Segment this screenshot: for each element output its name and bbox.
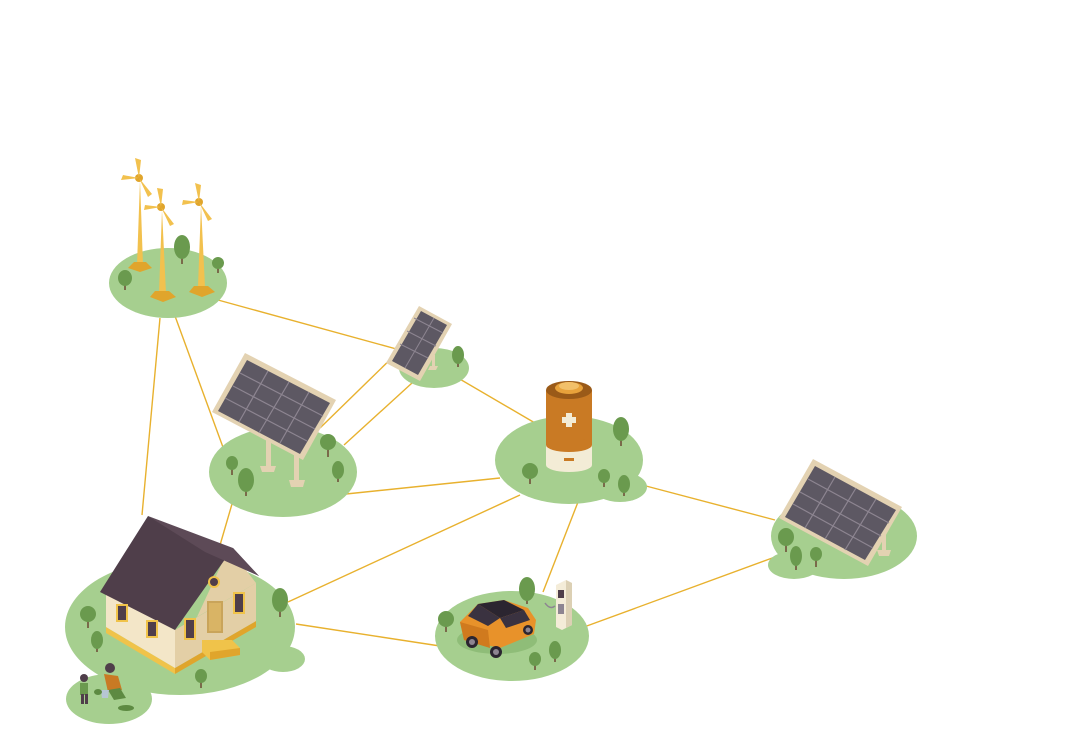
connection-lines [141,299,776,647]
tree-icon [522,417,630,496]
battery-icon [546,381,592,472]
family-node [80,663,134,711]
connection-line [295,623,441,647]
people-icon [80,663,134,711]
tree-icon [118,235,224,290]
wind-farm-node [118,158,224,302]
house-icon [100,516,259,674]
connection-line [542,501,579,593]
right-solar-node [778,459,902,570]
battery-node [522,381,630,496]
connection-line [645,485,776,521]
electric-car-icon [457,600,537,658]
connection-line [583,556,776,628]
tree-icon [452,346,464,367]
charging-station-icon [544,580,572,630]
tree-icon [778,528,822,570]
house-node [80,516,288,688]
connection-line [217,299,401,351]
wind-turbine-icon [121,158,215,302]
tree-icon [438,577,561,670]
connection-line [141,317,161,516]
connection-line [174,315,225,451]
solar-panel-icon [212,353,336,487]
solar-panel-icon [779,459,902,566]
large-solar-node [212,353,344,496]
connection-line [345,477,501,495]
tree-icon [226,434,344,496]
connection-line [343,382,413,446]
tree-icon [80,588,288,688]
small-solar-node [386,306,464,381]
connection-line [287,494,521,603]
house-island-ext [261,646,305,672]
solar-panel-icon [386,306,452,381]
ev-charging-node [438,577,572,670]
connection-line [457,377,536,424]
